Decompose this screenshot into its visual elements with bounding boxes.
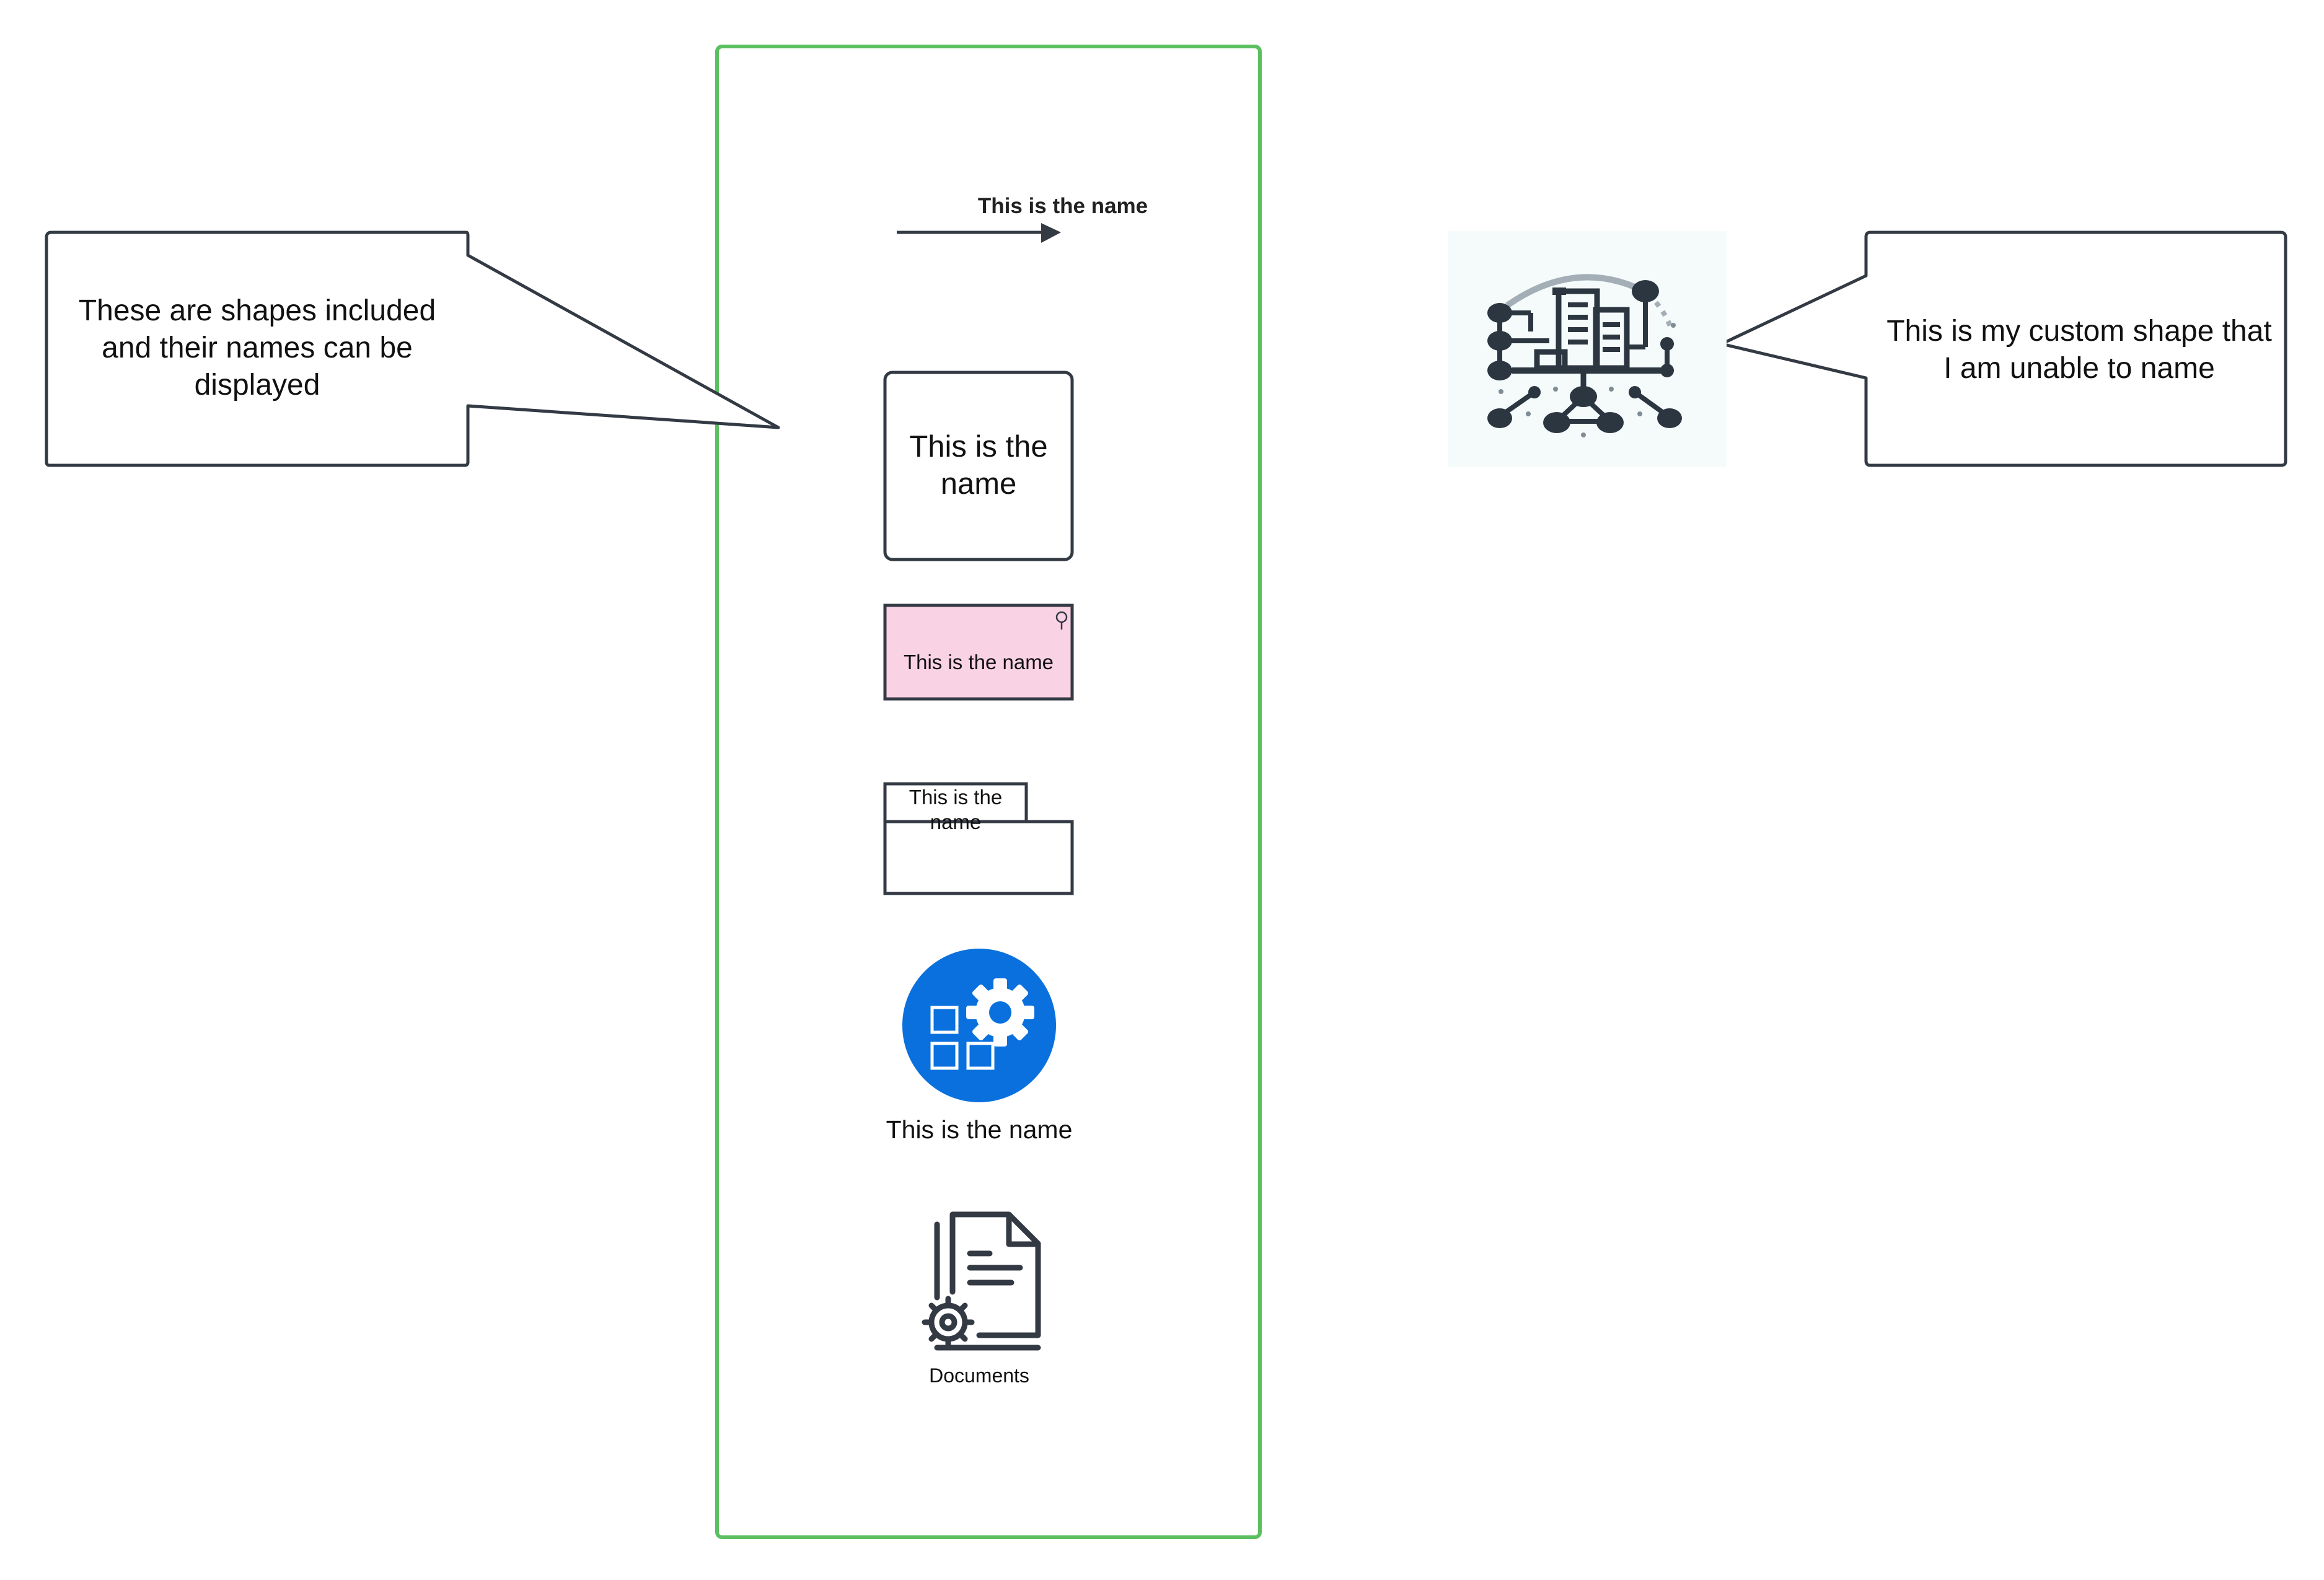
documents-gear-icon[interactable] <box>922 1211 1041 1351</box>
package-label: This is the name <box>909 786 1003 833</box>
shapes-container[interactable] <box>715 45 1262 1539</box>
left-callout-text: These are shapes included and their name… <box>78 294 436 402</box>
note-shape[interactable] <box>883 603 1074 701</box>
arrow-label: This is the name <box>977 194 1148 218</box>
building-network-icon[interactable] <box>1448 231 1727 467</box>
left-callout-shape[interactable] <box>45 230 780 467</box>
package-shape[interactable] <box>883 782 1074 895</box>
right-callout-text: This is my custom shape that I am unable… <box>1886 315 2272 385</box>
process-box-label: This is the name <box>909 430 1048 501</box>
arrow-head <box>1041 223 1061 243</box>
apps-gear-icon[interactable] <box>902 949 1056 1102</box>
right-callout-shape[interactable] <box>1720 230 2287 467</box>
process-box-shape[interactable] <box>883 371 1074 561</box>
note-label: This is the name <box>903 651 1054 674</box>
icon-label: This is the name <box>886 1115 1073 1144</box>
pin-icon <box>1055 611 1068 630</box>
documents-label: Documents <box>929 1364 1029 1387</box>
